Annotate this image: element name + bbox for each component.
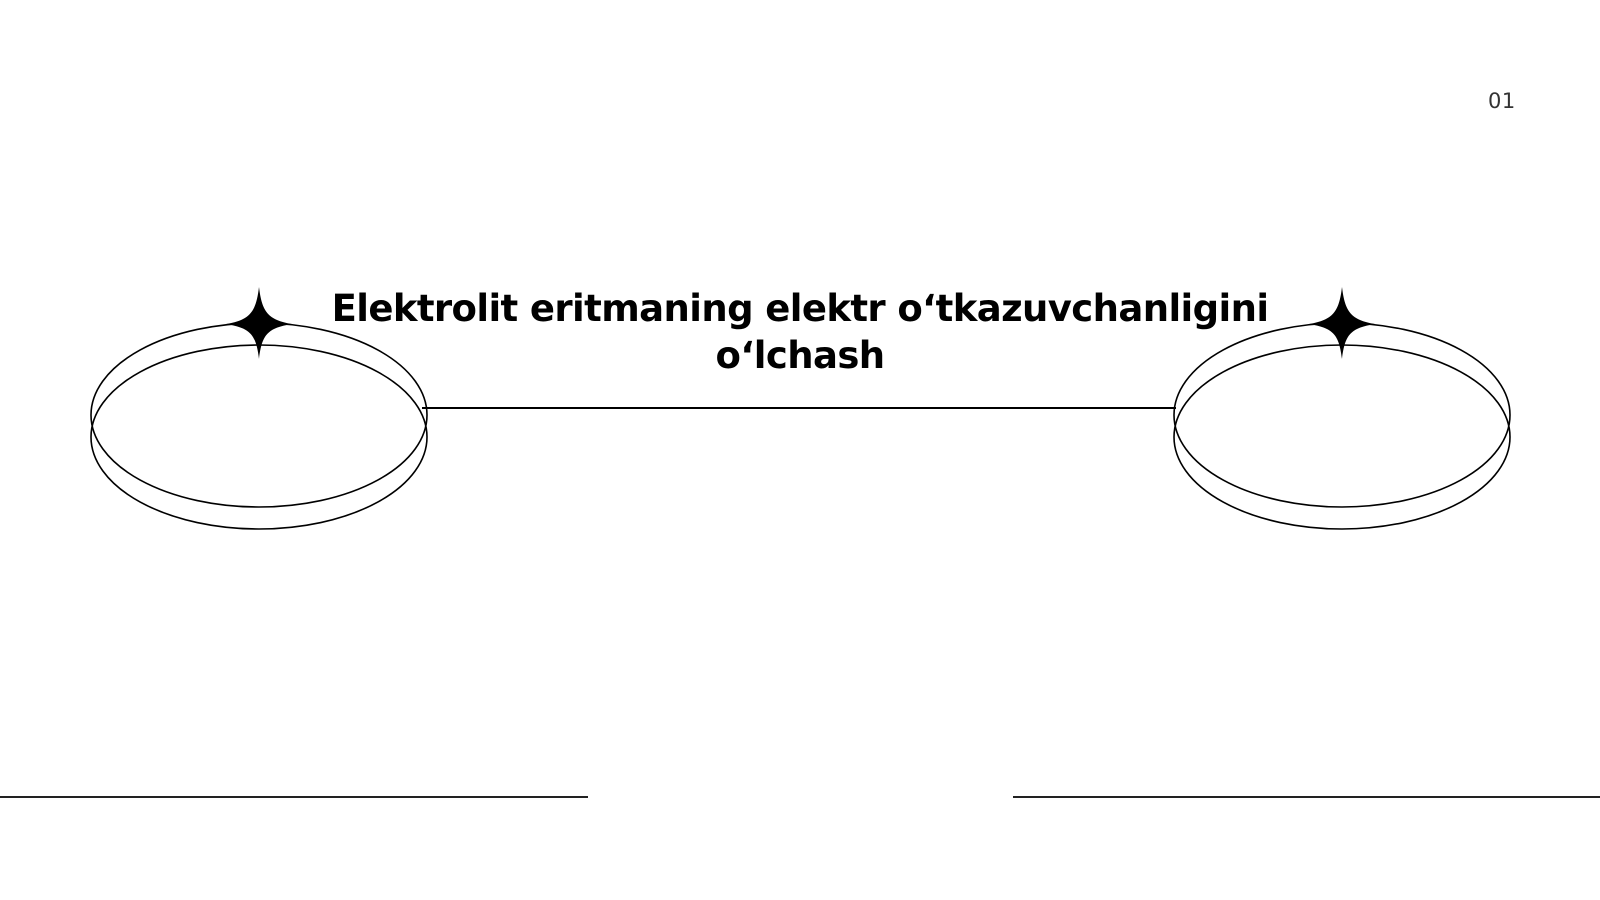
- right-star-icon: [1309, 287, 1375, 359]
- left-star-icon: [226, 287, 292, 359]
- slide-title: Elektrolit eritmaning elektr o‘tkazuvcha…: [300, 285, 1300, 379]
- title-line-1: Elektrolit eritmaning elektr o‘tkazuvcha…: [331, 287, 1269, 330]
- page-number: 01: [1488, 89, 1516, 113]
- title-line-2: o‘lchash: [715, 334, 886, 377]
